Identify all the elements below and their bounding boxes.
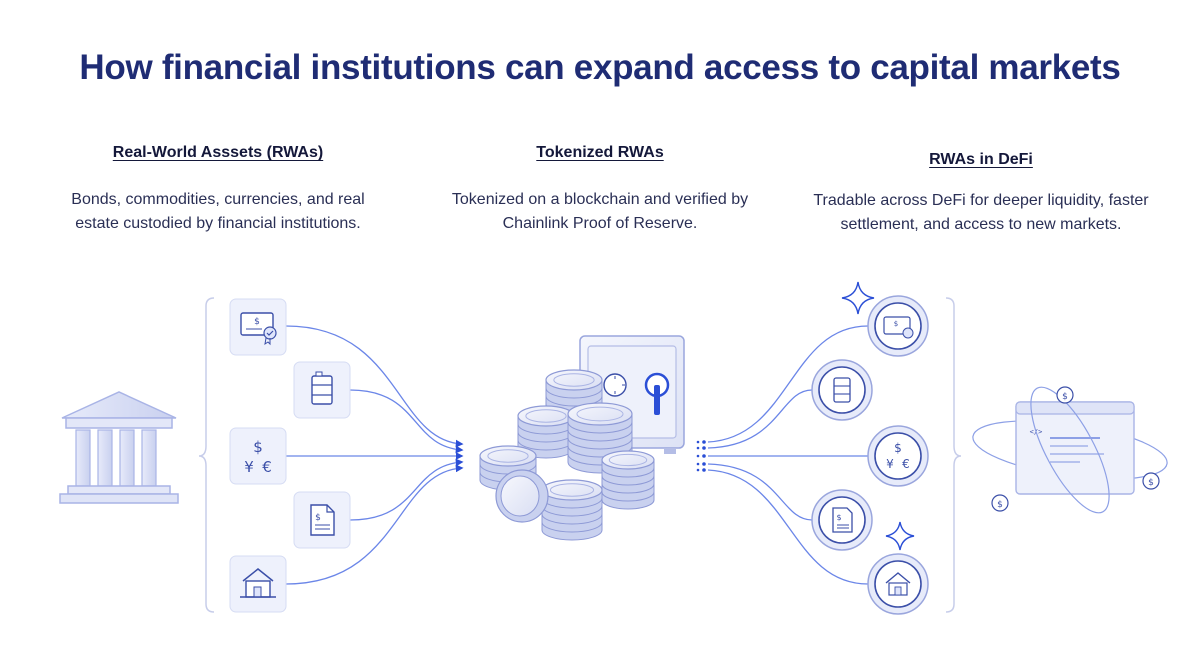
dollar-glyph: $: [315, 513, 321, 523]
coin-top: [541, 479, 603, 501]
column-heading: Tokenized RWAs: [536, 144, 664, 161]
coin-top: [601, 450, 655, 470]
column-rwas-in-defi: RWAs in DeFi Tradable across DeFi for de…: [811, 151, 1151, 237]
coin-rim: [576, 406, 624, 422]
asset-tile-currency: $ ¥ €: [229, 427, 287, 485]
token-commodity: [811, 359, 873, 421]
left-bracket: [198, 297, 215, 613]
dollar-glyph: $: [254, 317, 260, 327]
sparkle-icon: [841, 281, 875, 315]
dollar-glyph: $: [1148, 478, 1154, 488]
currency-icon: $ ¥ €: [886, 441, 910, 471]
dollar-glyph: $: [1062, 392, 1068, 402]
asset-tile-certificate: $: [229, 298, 287, 356]
oil-barrel-icon: [311, 371, 333, 405]
yen-glyph: ¥: [244, 458, 254, 476]
column-real-world-assets: Real-World Asssets (RWAs) Bonds, commodi…: [48, 144, 388, 236]
column-description: Bonds, commodities, currencies, and real…: [71, 191, 365, 232]
token-certificate: $: [867, 295, 929, 357]
column-heading: RWAs in DeFi: [929, 151, 1033, 168]
coin-icon: $: [991, 494, 1009, 512]
asset-tile-bond: $: [293, 491, 351, 549]
coin-rim: [608, 453, 648, 467]
standing-coin-face: [500, 475, 540, 517]
coin-icon: $: [1142, 472, 1160, 490]
tokenized-coin-stacks: [479, 369, 655, 541]
token-real-estate: [867, 553, 929, 615]
euro-glyph: €: [262, 458, 272, 476]
coin-rim: [553, 373, 595, 387]
column-heading: Real-World Asssets (RWAs): [112, 144, 324, 161]
currency-icon: $ ¥ €: [244, 438, 272, 476]
dollar-glyph: $: [253, 438, 263, 456]
asset-tile-commodity: [293, 361, 351, 419]
bank-building-icon: [59, 391, 179, 504]
left-flow-lines: [285, 325, 464, 585]
dollar-glyph: $: [836, 513, 841, 522]
house-icon: [240, 568, 276, 598]
sparkle-icon: [885, 521, 915, 551]
dollar-glyph: $: [997, 500, 1003, 510]
token-currency: $ ¥ €: [867, 425, 929, 487]
column-description: Tokenized on a blockchain and verified b…: [451, 191, 749, 232]
token-bond: $: [811, 489, 873, 551]
asset-tile-real-estate: [229, 555, 287, 613]
document-icon: $: [832, 507, 853, 533]
coin-icon: $: [1056, 386, 1074, 404]
euro-glyph: €: [902, 457, 910, 471]
coin-top: [545, 369, 603, 391]
dollar-glyph: $: [894, 320, 898, 328]
coin-rim: [487, 449, 529, 463]
dollar-glyph: $: [894, 441, 902, 455]
right-bracket: [945, 297, 962, 613]
coin-top: [567, 402, 633, 426]
column-tokenized-rwas: Tokenized RWAs Tokenized on a blockchain…: [430, 144, 770, 236]
certificate-icon: $: [240, 312, 277, 346]
certificate-icon: $: [883, 316, 914, 339]
page-title: How financial institutions can expand ac…: [79, 48, 1121, 87]
defi-app-window-icon: </> $ $ $: [972, 386, 1168, 514]
document-icon: $: [310, 504, 335, 536]
coin-top: [517, 405, 575, 427]
oil-barrel-icon: [833, 377, 851, 403]
column-description: Tradable across DeFi for deeper liquidit…: [813, 192, 1149, 233]
right-flow-dots: [696, 440, 706, 472]
yen-glyph: ¥: [886, 457, 894, 471]
coin-rim: [549, 483, 595, 497]
right-flow-lines: [707, 325, 869, 585]
coin-rim: [525, 409, 567, 423]
house-icon: [885, 572, 911, 596]
coin-top: [479, 445, 537, 467]
